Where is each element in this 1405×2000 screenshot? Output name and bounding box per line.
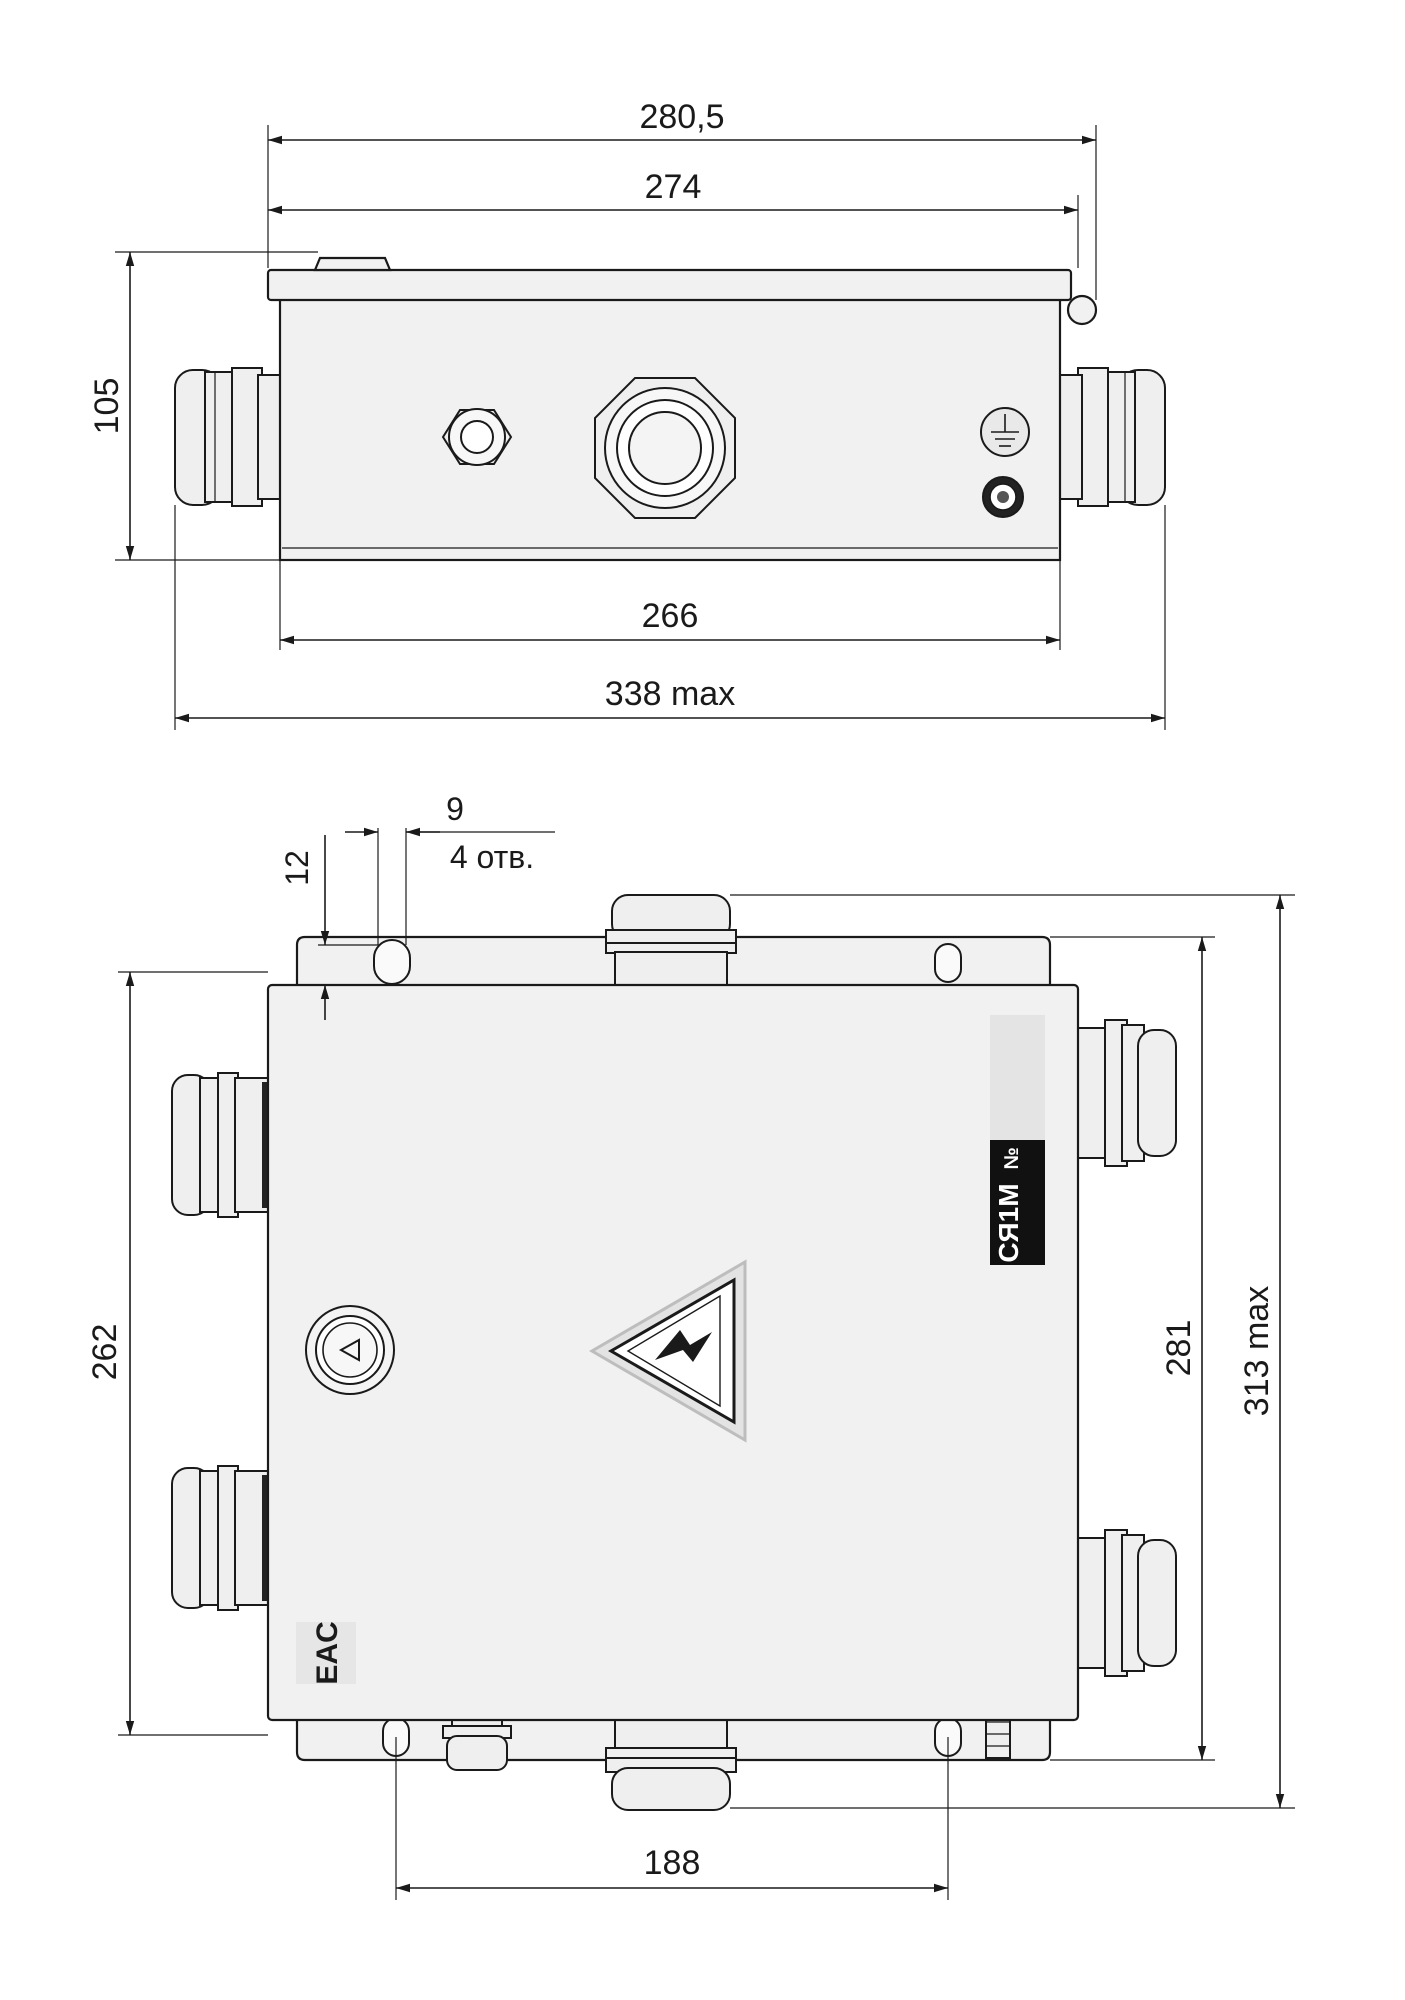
cable-gland-left-lower	[171, 1465, 271, 1611]
ground-icon	[980, 407, 1030, 457]
front-view: 280,5 274 105 266 338 max	[88, 98, 1166, 730]
top-view: СЯ1М № EAC	[86, 791, 1295, 1900]
dim-text-280-5: 280,5	[639, 98, 724, 136]
dim-text-9: 9	[446, 791, 464, 827]
nameplate-no: №	[1001, 1147, 1023, 1169]
dim-text-4-holes: 4 отв.	[450, 839, 534, 875]
dimension-105: 105	[88, 251, 318, 561]
svg-text:СЯ1М №: СЯ1М №	[993, 1147, 1024, 1262]
dimension-280-5: 280,5	[267, 98, 1097, 300]
ground-bolt	[982, 476, 1024, 518]
dim-text-281: 281	[1160, 1320, 1198, 1377]
cable-gland-right-lower	[1065, 1529, 1177, 1677]
dimension-262: 262	[86, 971, 268, 1736]
small-cable-gland	[441, 408, 513, 466]
dimension-188: 188	[395, 1737, 949, 1900]
cable-gland-bottom	[605, 1709, 737, 1811]
nameplate-text: СЯ1М	[993, 1183, 1024, 1262]
cable-gland-right	[1059, 367, 1166, 507]
dimension-274: 274	[268, 168, 1079, 268]
cable-gland-top	[605, 894, 737, 988]
dim-text-105: 105	[88, 378, 126, 435]
cable-gland-left-upper	[171, 1072, 271, 1218]
cable-gland-left	[174, 367, 281, 507]
dim-text-12: 12	[279, 850, 315, 886]
dimension-266: 266	[279, 560, 1061, 650]
hinge	[1066, 294, 1098, 326]
dimension-313-max: 313 max	[730, 894, 1295, 1809]
dimension-281: 281	[1050, 936, 1215, 1761]
dim-text-262: 262	[86, 1324, 124, 1381]
nameplate-label: СЯ1М №	[990, 1015, 1045, 1265]
cable-gland-right-upper	[1065, 1019, 1177, 1167]
eac-mark: EAC	[296, 1621, 356, 1685]
dimension-hole-9: 9 4 отв.	[345, 791, 555, 945]
dim-text-188: 188	[644, 1844, 701, 1882]
dim-text-313-max: 313 max	[1238, 1286, 1276, 1416]
dimension-12: 12	[279, 835, 380, 1020]
large-cable-gland	[594, 377, 736, 519]
dimension-338-max: 338 max	[174, 505, 1166, 730]
dim-text-266: 266	[642, 597, 699, 635]
eac-text: EAC	[311, 1621, 344, 1684]
dim-text-274: 274	[645, 168, 702, 206]
enclosure-cover-front	[266, 268, 1073, 302]
lock-button	[305, 1305, 395, 1395]
high-voltage-icon	[589, 1259, 747, 1443]
dim-text-338-max: 338 max	[605, 675, 735, 713]
